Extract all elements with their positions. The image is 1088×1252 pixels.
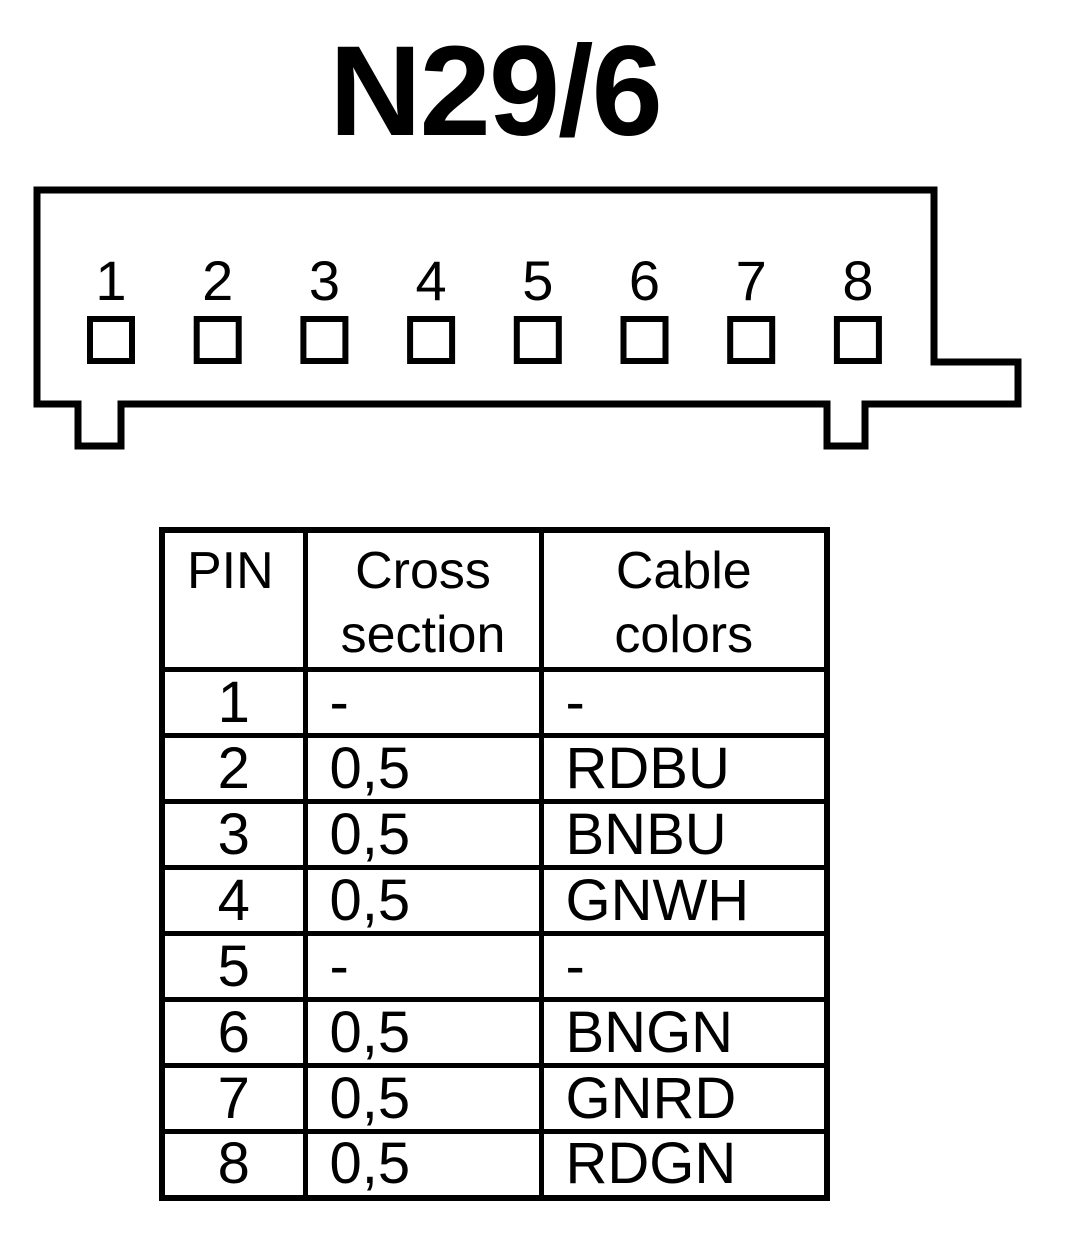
header-cross-line1: Cross (355, 542, 491, 600)
cable-color-cell: BNGN (538, 997, 830, 1068)
pin-socket (300, 316, 349, 364)
cable-color-cell: - (538, 931, 830, 1002)
table-row: 1 - - (159, 667, 830, 738)
cross-section-cell: 0,5 (302, 1129, 544, 1200)
header-pin-label: PIN (187, 542, 274, 600)
pin-number-label: 1 (95, 249, 126, 312)
header-cross-section: Cross section (302, 527, 544, 672)
pin-socket (513, 316, 562, 364)
cross-section-cell: 0,5 (302, 733, 544, 804)
pin-cell: 5 (159, 931, 308, 1002)
pin-cell: 3 (159, 799, 308, 870)
pin-number-label: 3 (309, 249, 340, 312)
cable-color-cell: - (538, 667, 830, 738)
header-color-line1: Cable (615, 542, 752, 600)
cross-section-cell: - (302, 931, 544, 1002)
cross-section-cell: 0,5 (302, 997, 544, 1068)
header-color-line2: colors (614, 606, 754, 664)
pin-number-label: 4 (416, 249, 447, 312)
pin-number-label: 2 (202, 249, 233, 312)
cable-color-cell: GNRD (538, 1063, 830, 1134)
table-header-row: PIN Cross section Cable colors (159, 527, 830, 672)
pin-socket (407, 316, 456, 364)
table-row: 6 0,5 BNGN (159, 997, 830, 1068)
pin-assignment-table: PIN Cross section Cable colors 1 - - 2 0… (159, 527, 830, 1201)
connector-title: N29/6 (329, 20, 663, 163)
cable-color-cell: GNWH (538, 865, 830, 936)
pin-socket (87, 316, 135, 364)
header-cross-line2: section (340, 606, 506, 664)
pin-number-label: 7 (736, 249, 767, 312)
pin-socket (727, 316, 776, 364)
pin-number-label: 5 (522, 249, 553, 312)
pin-number-label: 8 (842, 249, 873, 312)
pin-socket (193, 316, 242, 364)
table-row: 4 0,5 GNWH (159, 865, 830, 936)
cross-section-cell: 0,5 (302, 1063, 544, 1134)
pin-socket (620, 316, 669, 364)
pin-cell: 8 (159, 1129, 308, 1200)
pin-cell: 1 (159, 667, 308, 738)
cross-section-cell: - (302, 667, 544, 738)
pin-cell: 7 (159, 1063, 308, 1134)
table-row: 5 - - (159, 931, 830, 1002)
table-row: 3 0,5 BNBU (159, 799, 830, 870)
pin-socket (833, 316, 882, 364)
cross-section-cell: 0,5 (302, 865, 544, 936)
cable-color-cell: RDBU (538, 733, 830, 804)
cross-section-cell: 0,5 (302, 799, 544, 870)
connector-housing-outline (33, 186, 1022, 450)
table-row: 8 0,5 RDGN (159, 1129, 830, 1200)
pin-cell: 6 (159, 997, 308, 1068)
cable-color-cell: RDGN (538, 1129, 830, 1200)
pin-number-label: 6 (629, 249, 660, 312)
table-row: 7 0,5 GNRD (159, 1063, 830, 1134)
table-row: 2 0,5 RDBU (159, 733, 830, 804)
header-pin: PIN (159, 527, 308, 672)
connector-diagram: 1 2 3 4 5 6 7 8 (33, 186, 1022, 450)
pin-cell: 2 (159, 733, 308, 804)
pin-cell: 4 (159, 865, 308, 936)
header-cable-colors: Cable colors (538, 527, 830, 672)
cable-color-cell: BNBU (538, 799, 830, 870)
